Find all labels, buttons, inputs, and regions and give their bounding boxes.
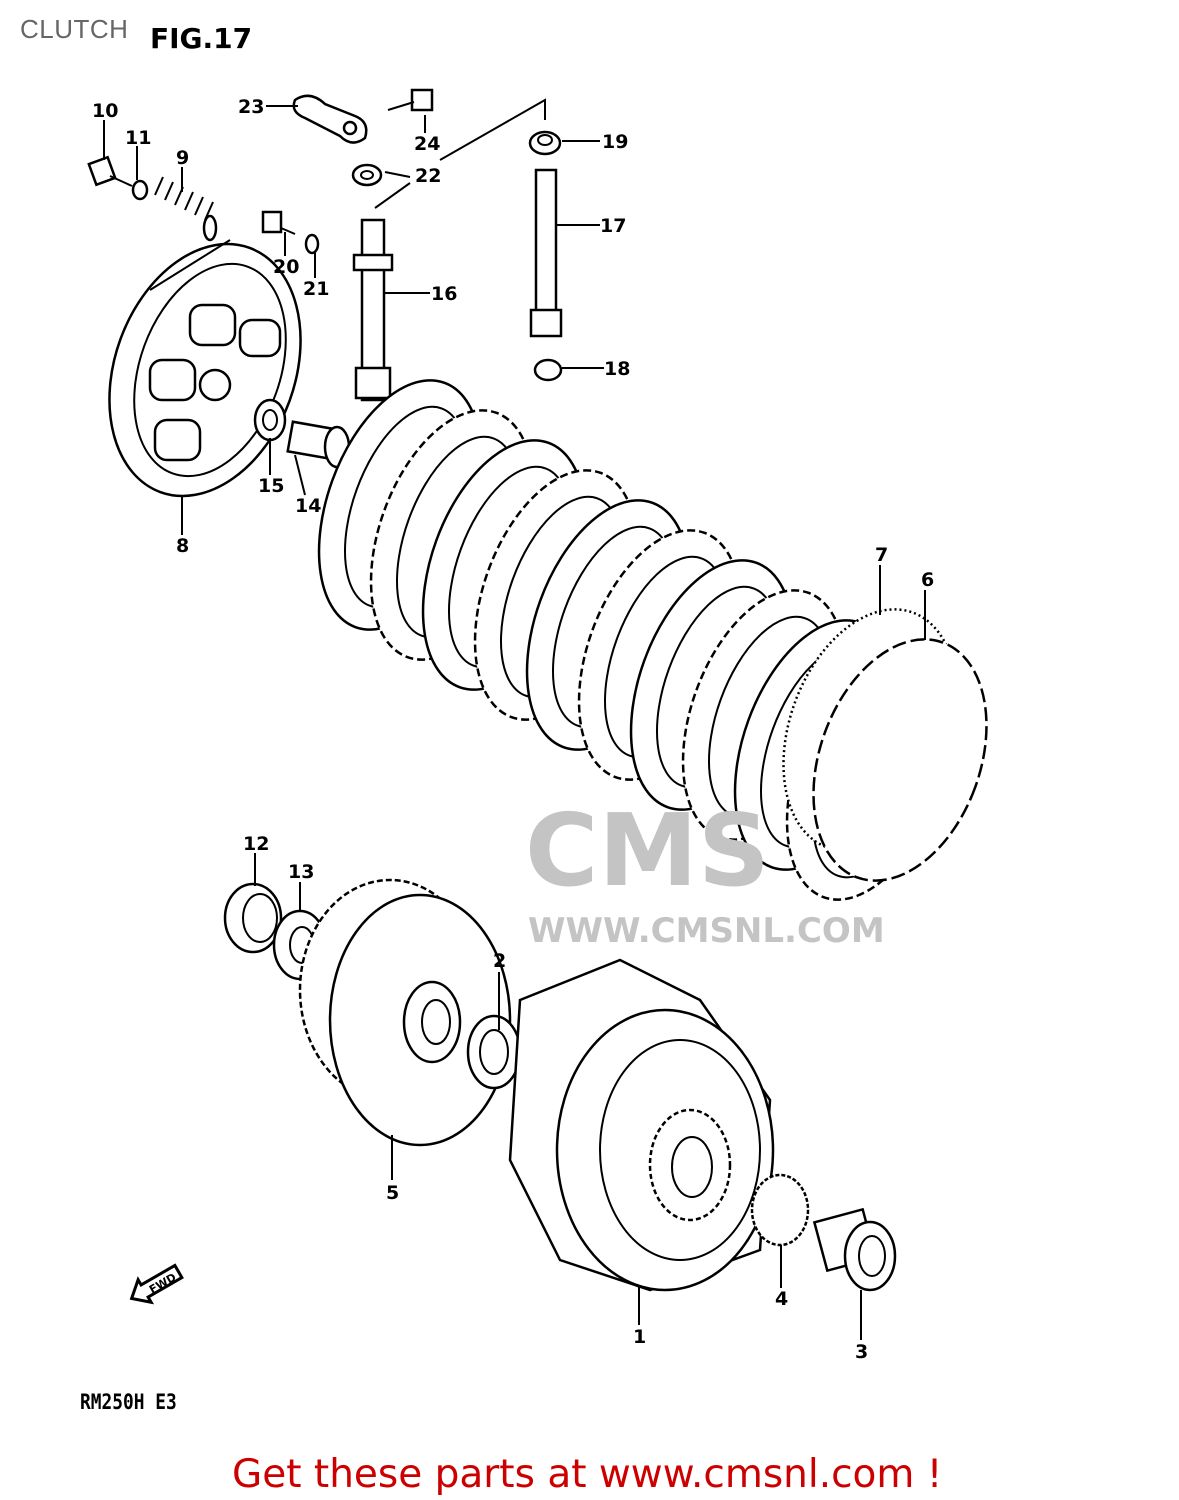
part-washer-21[interactable] [304, 233, 320, 255]
part-shaft-17[interactable] [529, 168, 563, 338]
part-oil-seal-22[interactable] [351, 163, 383, 187]
label-21[interactable]: 21 [303, 278, 329, 300]
label-6[interactable]: 6 [921, 569, 934, 591]
label-5[interactable]: 5 [386, 1182, 399, 1204]
label-11[interactable]: 11 [125, 127, 151, 149]
label-19[interactable]: 19 [602, 131, 628, 153]
part-lever-23[interactable] [292, 94, 368, 144]
label-12[interactable]: 12 [243, 833, 269, 855]
label-15[interactable]: 15 [258, 475, 284, 497]
label-2[interactable]: 2 [493, 950, 506, 972]
figure-title: FIG.17 [150, 22, 253, 55]
watermark-url: WWW.CMSNL.COM [528, 911, 885, 951]
part-bolt-24[interactable] [387, 88, 434, 112]
part-bearing-12[interactable] [223, 882, 283, 954]
label-17[interactable]: 17 [600, 215, 626, 237]
label-18[interactable]: 18 [604, 358, 630, 380]
label-7[interactable]: 7 [875, 544, 888, 566]
part-labels: 10 11 9 23 24 22 19 17 16 18 20 21 15 14… [92, 96, 934, 1363]
footer-link[interactable]: Get these parts at www.cmsnl.com ! [232, 1452, 943, 1497]
model-code: RM250H E3 [80, 1390, 177, 1414]
part-screw-20[interactable] [261, 210, 296, 235]
clutch-plate-stack [317, 379, 1018, 905]
watermark: CMS WWW.CMSNL.COM [525, 792, 885, 951]
label-16[interactable]: 16 [431, 283, 457, 305]
label-24[interactable]: 24 [414, 133, 440, 155]
part-washer-11[interactable] [131, 179, 149, 201]
fwd-arrow-icon: FWD [129, 1263, 184, 1305]
part-pushrod-piece-14[interactable] [286, 420, 351, 469]
part-bearing-19[interactable] [528, 130, 562, 156]
label-23[interactable]: 23 [238, 96, 264, 118]
part-seat-6[interactable] [782, 615, 1018, 905]
part-bearing-15[interactable] [253, 398, 287, 442]
label-8[interactable]: 8 [176, 535, 189, 557]
part-needle-bearing-4[interactable] [750, 1173, 810, 1247]
label-10[interactable]: 10 [92, 100, 118, 122]
label-4[interactable]: 4 [775, 1288, 788, 1310]
label-9[interactable]: 9 [176, 147, 189, 169]
label-3[interactable]: 3 [855, 1341, 868, 1363]
part-shaft-16[interactable] [352, 218, 394, 402]
part-clutch-housing-1[interactable] [508, 958, 775, 1292]
part-pressure-plate-8[interactable] [76, 217, 334, 523]
label-13[interactable]: 13 [288, 861, 314, 883]
part-bolt-10[interactable] [87, 155, 133, 187]
part-spring-9[interactable] [154, 176, 218, 242]
part-bearing-18[interactable] [533, 358, 563, 382]
part-thrust-washer-2[interactable] [466, 1014, 522, 1090]
part-primary-gear-5[interactable] [298, 878, 512, 1147]
part-spacer-3[interactable] [812, 1207, 897, 1292]
label-1[interactable]: 1 [633, 1326, 646, 1348]
section-title: CLUTCH [20, 14, 129, 44]
watermark-logo: CMS [525, 792, 770, 909]
leader-lines [103, 98, 926, 1340]
label-14[interactable]: 14 [295, 495, 321, 517]
label-22[interactable]: 22 [415, 165, 441, 187]
label-20[interactable]: 20 [273, 256, 299, 278]
